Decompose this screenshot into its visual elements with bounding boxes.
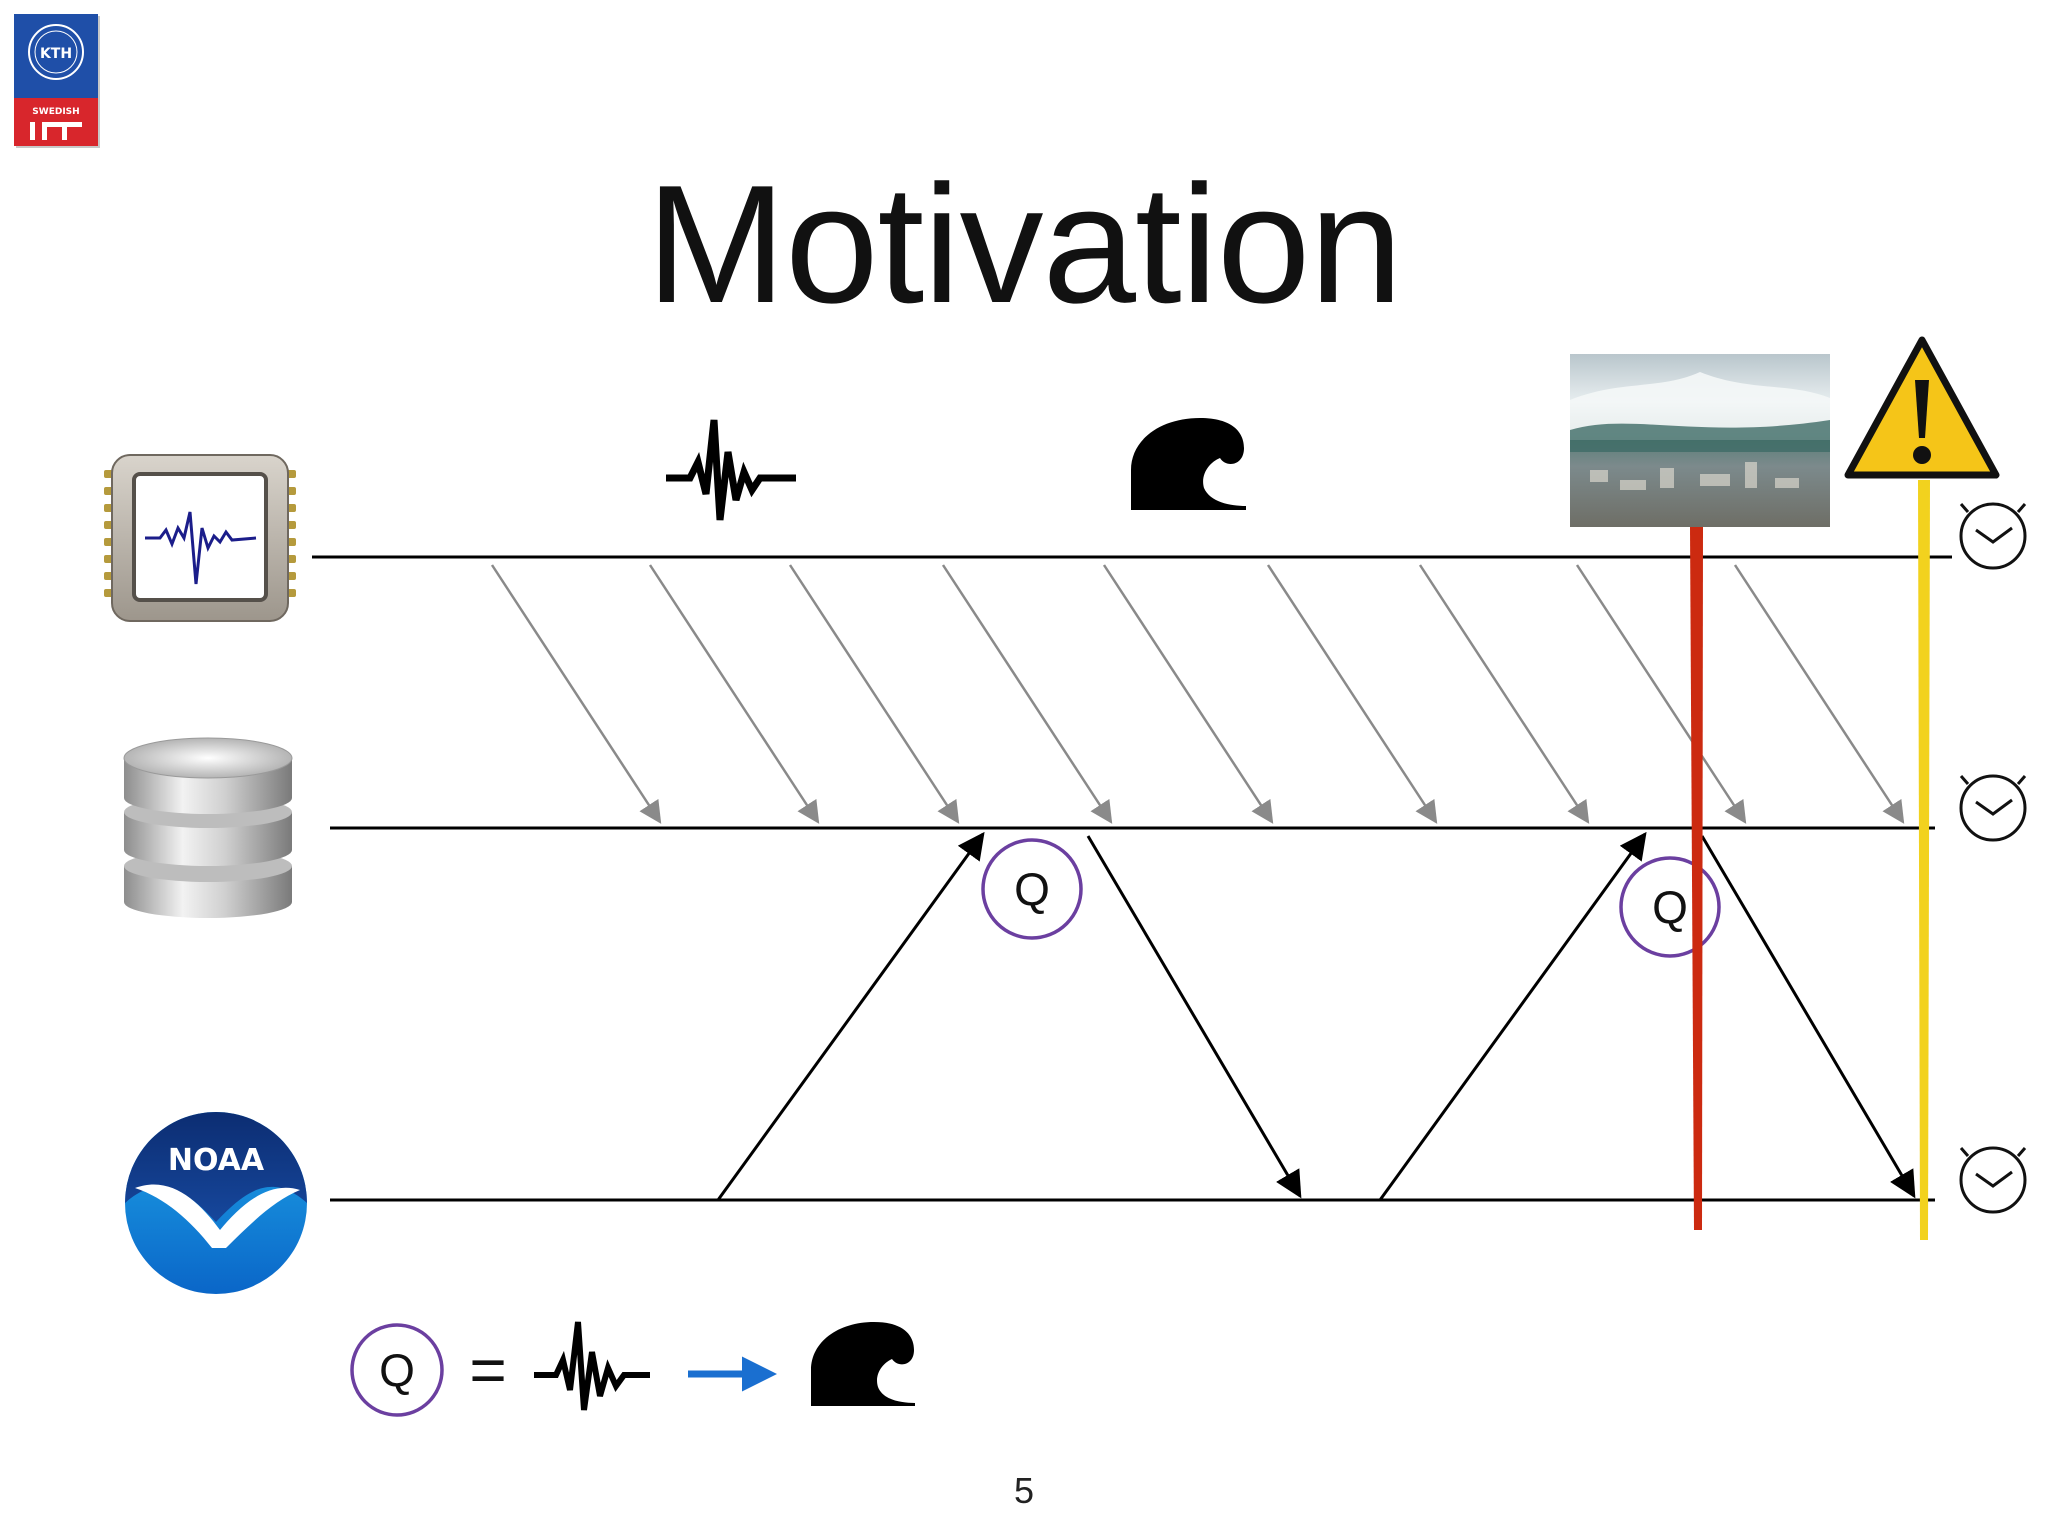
query-response-arrow [1086,835,1302,1199]
sensor-message-arrow [1575,564,1747,824]
legend-query-label: Q [379,1344,415,1396]
warning-icon [1844,336,2000,479]
query-label: Q [1014,863,1050,915]
query-request-arrow [716,831,985,1201]
sensor-message-arrows [490,564,1905,824]
tsunami-photo [1570,354,1830,527]
sensor-message-arrow [1102,564,1274,824]
query-response-arrow [1700,835,1916,1199]
legend-tsunami-wave-icon [811,1322,915,1406]
tsunami-wave-icon [1131,418,1246,510]
sensor-message-arrow [1418,564,1590,824]
query-label: Q [1652,881,1688,933]
sensor-message-arrow [1266,564,1438,824]
sensor-message-arrow [648,564,820,824]
warning-issued-marker [1918,480,1930,1240]
sensor-message-arrow [788,564,960,824]
tsunami-arrival-marker [1690,527,1703,1230]
sensor-message-arrow [941,564,1113,824]
sensor-message-arrow [1733,564,1905,824]
noaa-text: NOAA [168,1143,265,1178]
slide-title: Motivation [646,150,1403,338]
clock-icon [1959,774,2027,842]
noaa-logo: NOAA [125,1112,307,1294]
seismometer-chip-icon [104,454,296,622]
clock-icon [1959,1146,2027,1214]
legend: Q = [350,1321,915,1417]
seismic-wave-icon [666,419,796,521]
sensor-message-arrow [490,564,662,824]
query-arrows [716,831,1916,1201]
query-marker: Q [1619,856,1721,958]
clock-icon [1959,502,2027,570]
query-marker: Q [981,838,1083,940]
kth-text: KTH [40,46,72,62]
legend-seismic-wave-icon [534,1321,650,1411]
page-number: 5 [1013,1470,1035,1511]
swedish-ict-text: SWEDISH [32,107,79,117]
query-request-arrow [1378,831,1647,1201]
kth-swedish-ict-logo: KTH SWEDISH [14,14,100,148]
database-icon [123,737,293,918]
legend-equals: = [469,1334,506,1406]
